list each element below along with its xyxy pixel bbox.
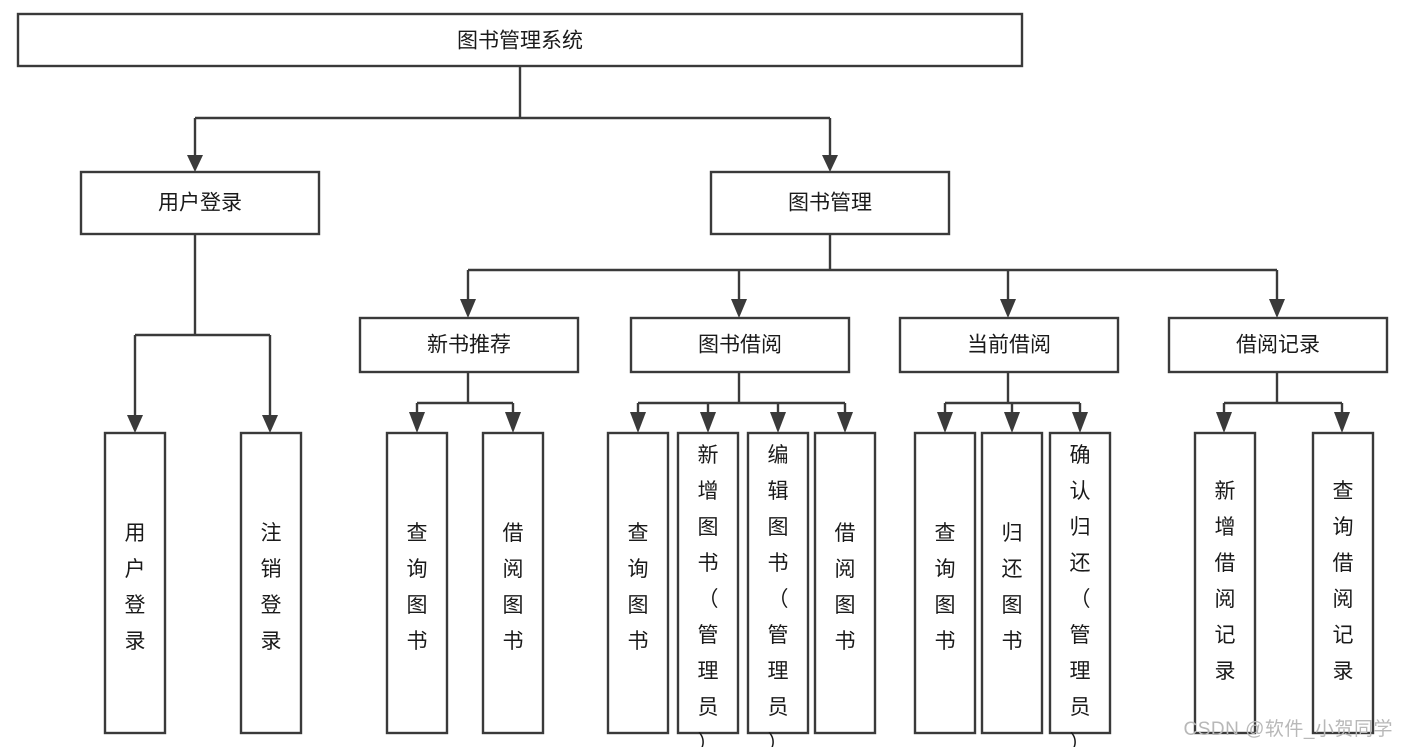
leaf-user-login-label: 用户登录 [125, 522, 146, 653]
arrow-leaf-add-book [700, 412, 716, 433]
arrow-leaf-user-login [127, 415, 143, 433]
arrow-to-book-mgmt [822, 155, 838, 172]
arrow-leaf-logout [262, 415, 278, 433]
leaf-query-book-new-label: 查询图书 [407, 522, 428, 653]
leaf-edit-book-admin-box[interactable] [746, 431, 810, 735]
leaf-user-login[interactable]: 用户登录 [103, 431, 167, 735]
leaf-add-book-admin[interactable]: 新增图书（管理员） [676, 431, 740, 747]
edge-layer [127, 66, 1350, 433]
node-current-borrow-box[interactable] [898, 316, 1120, 374]
arrow-to-current-borrow [1000, 299, 1016, 318]
leaf-edit-book-admin-label: 编辑图书（管理员） [768, 444, 789, 747]
leaf-borrow-book-new-label: 借阅图书 [503, 522, 524, 653]
node-root[interactable]: 图书管理系统 [16, 12, 1024, 68]
leaf-borrow-book[interactable]: 借阅图书 [813, 431, 877, 735]
csdn-watermark: CSDN @软件_小贺同学 [1183, 719, 1393, 740]
leaf-logout[interactable]: 注销登录 [239, 431, 303, 735]
node-book-borrow-label: 图书借阅 [698, 334, 782, 357]
arrow-leaf-query-book-2 [630, 412, 646, 433]
node-borrow-record-box[interactable] [1167, 316, 1389, 374]
node-new-book-recommend-label: 新书推荐 [427, 334, 511, 357]
node-new-book-recommend-box[interactable] [358, 316, 580, 374]
arrow-leaf-query-book-3 [937, 412, 953, 433]
node-root-box[interactable] [16, 12, 1024, 68]
node-borrow-record[interactable]: 借阅记录 [1167, 316, 1389, 374]
leaf-query-borrow-record[interactable]: 查询借阅记录 [1311, 431, 1375, 735]
arrow-leaf-borrow-book-2 [837, 412, 853, 433]
node-user-login[interactable]: 用户登录 [79, 170, 321, 236]
leaf-add-borrow-record-label: 新增借阅记录 [1215, 480, 1236, 683]
node-book-borrow-box[interactable] [629, 316, 851, 374]
leaf-query-book-borrow[interactable]: 查询图书 [606, 431, 670, 735]
node-root-label: 图书管理系统 [457, 30, 583, 53]
leaf-query-borrow-record-box[interactable] [1311, 431, 1375, 735]
leaf-confirm-return-admin-box[interactable] [1048, 431, 1112, 735]
leaf-query-book-current-box[interactable] [913, 431, 977, 735]
arrow-leaf-add-record [1216, 412, 1232, 433]
leaf-query-book-new-box[interactable] [385, 431, 449, 735]
leaf-logout-label: 注销登录 [261, 522, 282, 653]
leaf-query-book-current[interactable]: 查询图书 [913, 431, 977, 735]
arrow-to-book-borrow [731, 299, 747, 318]
leaf-return-book-box[interactable] [980, 431, 1044, 735]
node-book-management[interactable]: 图书管理 [709, 170, 951, 236]
leaf-add-borrow-record-box[interactable] [1193, 431, 1257, 735]
arrow-to-user-login [187, 155, 203, 172]
leaf-query-book-current-label: 查询图书 [935, 522, 956, 653]
arrow-leaf-borrow-book-1 [505, 412, 521, 433]
leaf-return-book[interactable]: 归还图书 [980, 431, 1044, 735]
node-user-login-label: 用户登录 [158, 192, 242, 215]
leaf-edit-book-admin[interactable]: 编辑图书（管理员） [746, 431, 810, 747]
node-book-management-box[interactable] [709, 170, 951, 236]
node-borrow-record-label: 借阅记录 [1236, 334, 1320, 357]
node-book-borrow[interactable]: 图书借阅 [629, 316, 851, 374]
leaf-confirm-return-admin[interactable]: 确认归还（管理员） [1048, 431, 1112, 747]
leaf-add-book-admin-box[interactable] [676, 431, 740, 735]
arrow-to-borrow-record [1269, 299, 1285, 318]
leaf-query-borrow-record-label: 查询借阅记录 [1333, 480, 1354, 683]
arrow-leaf-edit-book [770, 412, 786, 433]
node-current-borrow[interactable]: 当前借阅 [898, 316, 1120, 374]
node-current-borrow-label: 当前借阅 [967, 334, 1051, 357]
leaf-confirm-return-admin-label: 确认归还（管理员） [1070, 444, 1091, 747]
leaf-return-book-label: 归还图书 [1002, 522, 1023, 653]
leaf-borrow-book-label: 借阅图书 [835, 522, 856, 653]
node-new-book-recommend[interactable]: 新书推荐 [358, 316, 580, 374]
leaf-add-book-admin-label: 新增图书（管理员） [698, 444, 719, 747]
node-user-login-box[interactable] [79, 170, 321, 236]
leaf-query-book-borrow-box[interactable] [606, 431, 670, 735]
node-book-management-label: 图书管理 [788, 192, 872, 215]
arrow-to-new-book-rec [460, 299, 476, 318]
leaf-borrow-book-box[interactable] [813, 431, 877, 735]
leaf-borrow-book-new-box[interactable] [481, 431, 545, 735]
arrow-leaf-return-book [1004, 412, 1020, 433]
leaf-logout-box[interactable] [239, 431, 303, 735]
arrow-leaf-confirm-return [1072, 412, 1088, 433]
arrow-leaf-query-record [1334, 412, 1350, 433]
leaf-borrow-book-new[interactable]: 借阅图书 [481, 431, 545, 735]
leaf-query-book-new[interactable]: 查询图书 [385, 431, 449, 735]
leaf-query-book-borrow-label: 查询图书 [628, 522, 649, 653]
arrow-leaf-query-book-1 [409, 412, 425, 433]
leaf-user-login-box[interactable] [103, 431, 167, 735]
leaf-add-borrow-record[interactable]: 新增借阅记录 [1193, 431, 1257, 735]
